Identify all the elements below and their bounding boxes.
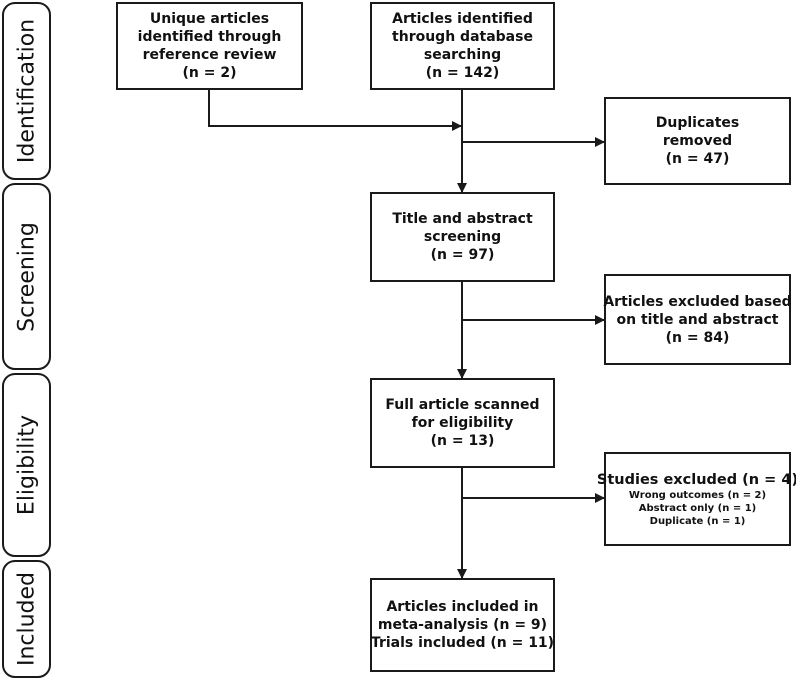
box-database-search: Articles identified through database sea…	[370, 2, 555, 90]
stage-included: Included	[2, 560, 51, 678]
box-text: screening	[423, 229, 502, 245]
box-duplicates-removed: Duplicates removed (n = 47)	[604, 97, 791, 185]
stage-screening: Screening	[2, 183, 51, 370]
box-text: searching	[423, 47, 502, 63]
box-text: identified through	[137, 29, 282, 45]
box-text: removed	[662, 133, 733, 149]
box-title: Studies excluded (n = 4)	[596, 471, 796, 488]
box-reference-review: Unique articles identified through refer…	[116, 2, 303, 90]
box-text: through database	[392, 29, 533, 45]
box-text: on title and abstract	[616, 311, 779, 328]
box-title-abstract-screening: Title and abstract screening (n = 97)	[370, 192, 555, 282]
box-studies-excluded: Studies excluded (n = 4) Wrong outcomes …	[597, 452, 796, 546]
stage-eligibility: Eligibility	[2, 373, 51, 557]
box-count: (n = 13)	[430, 433, 495, 449]
exclusion-reason: Duplicate (n = 1)	[649, 515, 746, 527]
box-text: meta-analysis (n = 9)	[377, 617, 548, 633]
box-count: (n = 97)	[430, 247, 495, 263]
box-text: Trials included (n = 11)	[370, 635, 555, 651]
box-text: Articles identified	[392, 11, 533, 27]
exclusion-reason: Abstract only (n = 1)	[638, 502, 757, 514]
box-text: Unique articles	[149, 11, 270, 27]
box-excluded-title-abstract: Articles excluded based on title and abs…	[603, 274, 792, 365]
box-count: (n = 142)	[425, 65, 500, 81]
box-text: Title and abstract	[392, 211, 533, 227]
box-text: reference review	[142, 47, 277, 63]
box-count: (n = 47)	[665, 151, 730, 167]
box-count: (n = 2)	[182, 65, 237, 81]
box-count: (n = 84)	[665, 329, 730, 346]
box-text: Articles included in	[386, 599, 539, 615]
box-included: Articles included in meta-analysis (n = …	[370, 578, 555, 672]
box-text: Duplicates	[655, 115, 740, 131]
arrow-reference-to-merge	[208, 90, 462, 131]
stage-identification: Identification	[2, 2, 51, 180]
box-text: for eligibility	[411, 415, 514, 431]
box-text: Articles excluded based	[603, 293, 792, 310]
box-full-article-scanned: Full article scanned for eligibility (n …	[370, 378, 555, 468]
exclusion-reason: Wrong outcomes (n = 2)	[628, 489, 767, 501]
box-text: Full article scanned	[385, 397, 540, 413]
